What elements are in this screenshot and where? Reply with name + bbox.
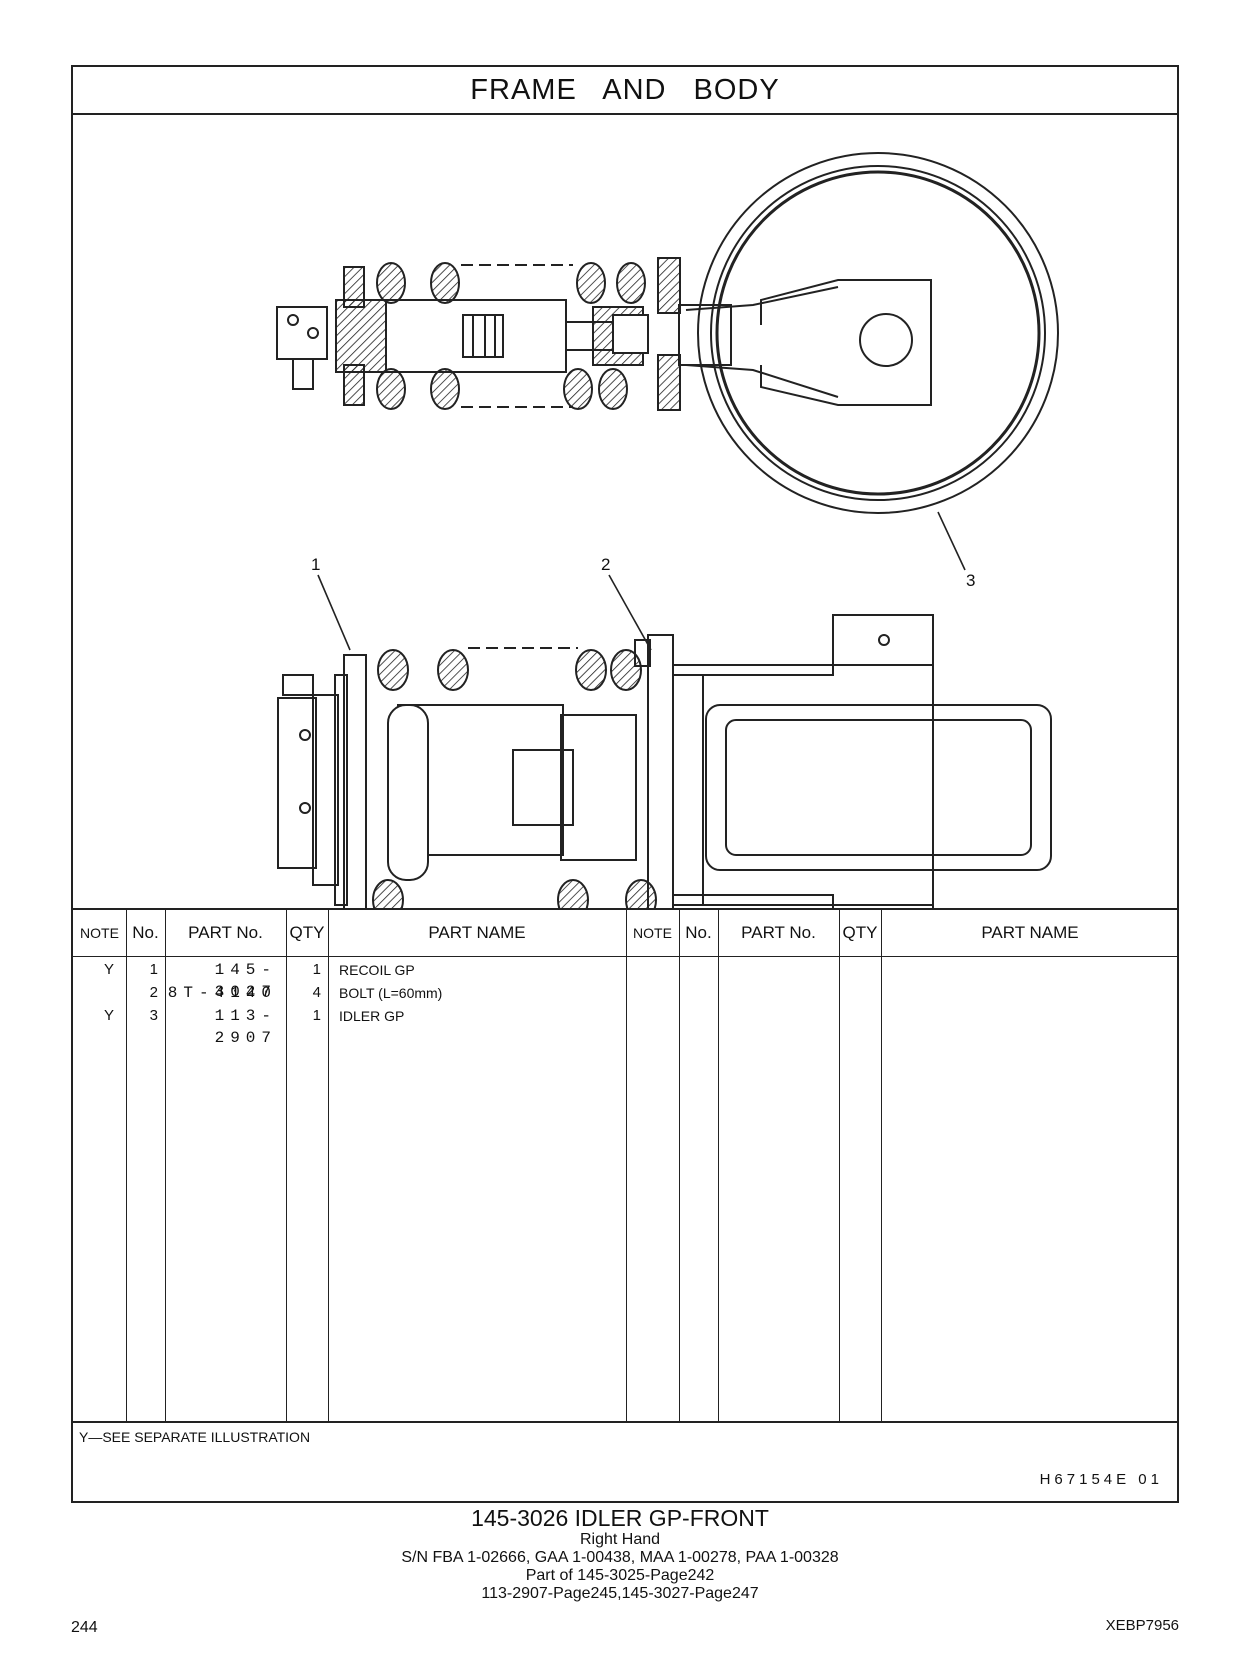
caption-line-serials: S/N FBA 1-02666, GAA 1-00438, MAA 1-0027… [401, 1549, 839, 1566]
parts-page-frame: FRAME AND BODY [71, 65, 1179, 1503]
table-row-part-name: IDLER GP [339, 1008, 405, 1024]
column-divider [165, 910, 166, 1423]
callout-1: 1 [311, 555, 320, 574]
table-row-no: 2 [149, 984, 158, 1001]
caption-line-part-of: Part of 145-3025-Page242 [525, 1567, 715, 1584]
footnote-legend: Y―SEE SEPARATE ILLUSTRATION [79, 1429, 311, 1445]
column-divider [718, 910, 719, 1423]
column-divider [126, 910, 127, 1423]
idler-wheel-top-view [678, 152, 1059, 514]
column-header-note: NOTE [80, 925, 119, 941]
idler-assembly-side-view [277, 614, 1052, 908]
idler-assembly-drawing: 1 2 3 [276, 152, 1059, 908]
recoil-spring-top-view [276, 257, 681, 411]
table-row-note [73, 982, 114, 1004]
table-row-no: 1 [149, 961, 158, 978]
column-header-note: NOTE [633, 925, 672, 941]
table-header-divider [73, 956, 1177, 957]
table-row-note: Y [103, 961, 114, 978]
table-row-part-no: 145-3027 [214, 961, 277, 1001]
column-divider [328, 910, 329, 1423]
column-header-part-no: PART No. [741, 923, 816, 942]
table-row-part-name: BOLT (L=60mm) [339, 985, 443, 1001]
column-header-qty: QTY [842, 923, 878, 942]
page-number: 244 [71, 1619, 98, 1636]
callout-2: 2 [601, 555, 610, 574]
column-divider [679, 910, 680, 1423]
column-header-part-name: PART NAME [981, 923, 1079, 942]
caption-line-hand: Right Hand [579, 1531, 661, 1548]
exploded-illustration: 1 2 3 [73, 115, 1177, 908]
column-divider [881, 910, 882, 1423]
callout-leaders [317, 511, 966, 651]
table-footer: Y―SEE SEPARATE ILLUSTRATION H67154E 01 [73, 1421, 1177, 1501]
table-row-qty: 1 [312, 961, 321, 978]
column-header-part-name: PART NAME [428, 923, 526, 942]
table-row-part-no: 113-2907 [214, 1007, 277, 1047]
illustration-code: H67154E 01 [1039, 1471, 1163, 1488]
column-divider [626, 910, 627, 1423]
column-header-part-no: PART No. [188, 923, 263, 942]
table-row-qty: 1 [312, 1007, 321, 1024]
document-id: XEBP7956 [1105, 1617, 1179, 1634]
callout-3: 3 [966, 571, 975, 590]
column-header-qty: QTY [289, 923, 325, 942]
table-row-part-name: RECOIL GP [339, 962, 415, 978]
page-title: FRAME AND BODY [73, 67, 1177, 115]
parts-list-table: NOTE No. PART No. QTY PART NAME NOTE No.… [73, 908, 1177, 1423]
column-divider [286, 910, 287, 1423]
caption-line-references: 113-2907-Page245,145-3027-Page247 [481, 1585, 759, 1602]
group-title: 145-3026 IDLER GP-FRONT [471, 1505, 769, 1531]
table-row-part-no: 8T-4140 [167, 984, 277, 1002]
table-row-note: Y [103, 1007, 114, 1024]
table-row-no: 3 [149, 1007, 158, 1024]
column-header-no: No. [685, 923, 712, 942]
table-row-qty: 4 [312, 984, 321, 1001]
column-divider [839, 910, 840, 1423]
column-header-no: No. [132, 923, 159, 942]
